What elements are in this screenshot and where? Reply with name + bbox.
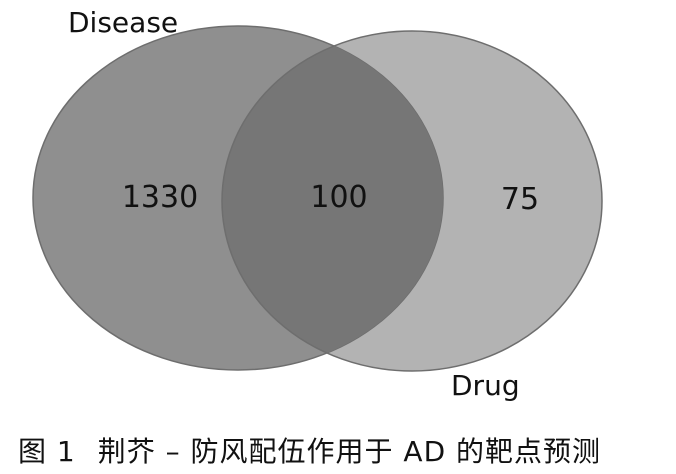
disease-only-count: 1330	[122, 180, 198, 215]
drug-only-count: 75	[501, 182, 539, 217]
figure-caption-text: 荆芥 – 防风配伍作用于 AD 的靶点预测	[97, 435, 602, 468]
disease-set-label: Disease	[68, 6, 178, 39]
figure-caption: 图 1 荆芥 – 防风配伍作用于 AD 的靶点预测	[18, 430, 601, 470]
figure-number: 图 1	[18, 435, 76, 468]
intersection-count: 100	[310, 180, 367, 215]
drug-set-label: Drug	[451, 369, 520, 402]
